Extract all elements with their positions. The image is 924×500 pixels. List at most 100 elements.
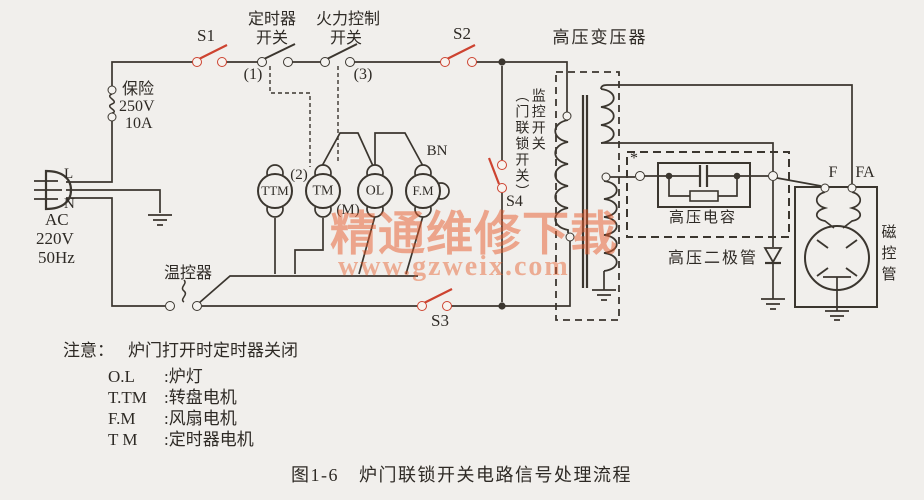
power-control-switch bbox=[320, 43, 358, 67]
note-sep: : bbox=[164, 388, 169, 407]
cap-resistor-leads bbox=[668, 176, 738, 197]
capacitor-plates bbox=[698, 165, 709, 187]
note-meaning: 转盘电机 bbox=[168, 388, 237, 407]
capacitor-box bbox=[626, 151, 790, 238]
magnetron-case bbox=[794, 186, 878, 308]
junction-dots bbox=[498, 58, 506, 310]
ac-label: AC bbox=[45, 210, 69, 229]
power-switch-arm bbox=[326, 43, 358, 60]
magnetron bbox=[794, 183, 878, 308]
magnetron-anode-circle bbox=[804, 225, 870, 291]
earth-ground-icon bbox=[148, 214, 172, 226]
freq-label: 50Hz bbox=[38, 248, 75, 267]
fa-terminal-label: FA bbox=[855, 164, 875, 181]
interlock-switches bbox=[192, 44, 507, 311]
monitor-switch-label-paren: （门联锁开关） bbox=[513, 88, 529, 200]
motor-ttm-label: TTM bbox=[261, 182, 289, 198]
motor-fm-label: F.M bbox=[412, 182, 434, 198]
motors bbox=[257, 164, 450, 218]
motor-ttm bbox=[257, 173, 293, 209]
monitor-switch-label-main: 监控开关 bbox=[529, 88, 545, 152]
figure-number: 图1-6 bbox=[291, 465, 339, 485]
wiring bbox=[66, 61, 853, 321]
line-l-label: L bbox=[64, 166, 74, 182]
motor-ol-label: OL bbox=[365, 183, 385, 199]
fuse-voltage-label: 250V bbox=[119, 98, 155, 115]
motor-tm-label: TM bbox=[312, 183, 334, 199]
s1-label: S1 bbox=[197, 26, 215, 45]
s4-label: S4 bbox=[506, 193, 523, 210]
diode-ground-icon bbox=[761, 298, 785, 310]
fuse bbox=[107, 85, 117, 122]
primary-bottom-terminal bbox=[565, 232, 575, 242]
neutral-wire bbox=[66, 197, 571, 307]
diode-triangle bbox=[763, 247, 783, 264]
note-headline-prefix: 注意： bbox=[63, 341, 114, 360]
ac-plug bbox=[34, 169, 73, 211]
fa-terminal bbox=[847, 183, 857, 193]
capacitor-asterisk: * bbox=[630, 150, 638, 167]
plug-body bbox=[44, 169, 73, 211]
thermostat-sensor-squiggle bbox=[181, 279, 187, 303]
note-meaning: 炉灯 bbox=[168, 367, 203, 386]
primary-coil bbox=[554, 119, 569, 233]
motor-fm bbox=[405, 173, 441, 209]
note-row: O.L:炉灯 bbox=[108, 367, 203, 387]
voltage-label: 220V bbox=[36, 229, 74, 248]
cap-left-terminal bbox=[635, 171, 645, 181]
watermark-url: www.gzweix.com bbox=[338, 251, 570, 282]
motor-ol bbox=[357, 173, 393, 209]
filament-tap-lead bbox=[601, 142, 774, 171]
capacitor-label: 高压电容 bbox=[668, 210, 738, 226]
core bbox=[581, 95, 589, 288]
note-sep: : bbox=[164, 430, 169, 449]
cap-lead-dot-right bbox=[733, 172, 741, 180]
fuse-name-label: 保险 bbox=[122, 81, 155, 98]
motor-bodies bbox=[257, 173, 441, 209]
primary-top-terminal bbox=[562, 111, 572, 121]
magnetron-filament-right bbox=[842, 191, 862, 229]
timer-switch-label-1: 定时器 bbox=[247, 11, 297, 28]
figure-caption: 图1-6 炉门联锁开关电路信号处理流程 bbox=[291, 465, 632, 486]
timer-contact-1-label: (1) bbox=[243, 66, 263, 83]
power-switch-label-2: 开关 bbox=[329, 30, 363, 47]
power-contact-3-label: (3) bbox=[353, 66, 373, 83]
note-meaning: 定时器电机 bbox=[168, 430, 254, 449]
magnetron-filament-left bbox=[815, 191, 835, 229]
transformer-label: 高压变压器 bbox=[552, 28, 648, 47]
magnetron-ground-icon bbox=[825, 310, 849, 321]
fuse-current-label: 10A bbox=[125, 115, 153, 132]
magnetron-stem bbox=[823, 276, 851, 311]
note-abbr: T.TM bbox=[108, 388, 147, 407]
transformer-ground-icon bbox=[592, 271, 616, 301]
monitor-switch-label: 监控开关 （门联锁开关） bbox=[512, 88, 546, 200]
note-headline: 注意： 炉门打开时定时器关闭 bbox=[63, 341, 298, 361]
capacitor-case bbox=[657, 162, 751, 208]
s3-label: S3 bbox=[431, 311, 449, 330]
figure-title: 炉门联锁开关电路信号处理流程 bbox=[359, 465, 632, 485]
timer-switch-label-2: 开关 bbox=[255, 30, 289, 47]
cap-lead-dot-left bbox=[665, 172, 673, 180]
note-row: F.M:风扇电机 bbox=[108, 409, 237, 429]
top-bus bbox=[111, 61, 568, 112]
hv-transformer bbox=[554, 88, 618, 288]
fuse-element bbox=[109, 93, 115, 114]
filament-winding bbox=[600, 88, 615, 144]
earth-wire bbox=[66, 189, 161, 213]
hv-top-terminal bbox=[601, 172, 611, 182]
motor-top-bridge bbox=[321, 132, 424, 167]
tm-bottom-marker: (M) bbox=[336, 202, 360, 218]
motor-tm bbox=[305, 173, 341, 209]
plug-pins bbox=[34, 180, 62, 200]
power-switch-label-1: 火力控制 bbox=[315, 11, 381, 28]
switch-s2 bbox=[440, 44, 477, 67]
line-n-label: N bbox=[64, 196, 75, 212]
note-abbr: T M bbox=[108, 430, 138, 449]
magnetron-label: 磁控管 bbox=[879, 224, 896, 287]
mid-bus bbox=[198, 275, 418, 304]
magnetron-vanes bbox=[816, 239, 858, 277]
note-headline-text: 炉门打开时定时器关闭 bbox=[128, 341, 298, 360]
s2-label: S2 bbox=[453, 24, 471, 43]
